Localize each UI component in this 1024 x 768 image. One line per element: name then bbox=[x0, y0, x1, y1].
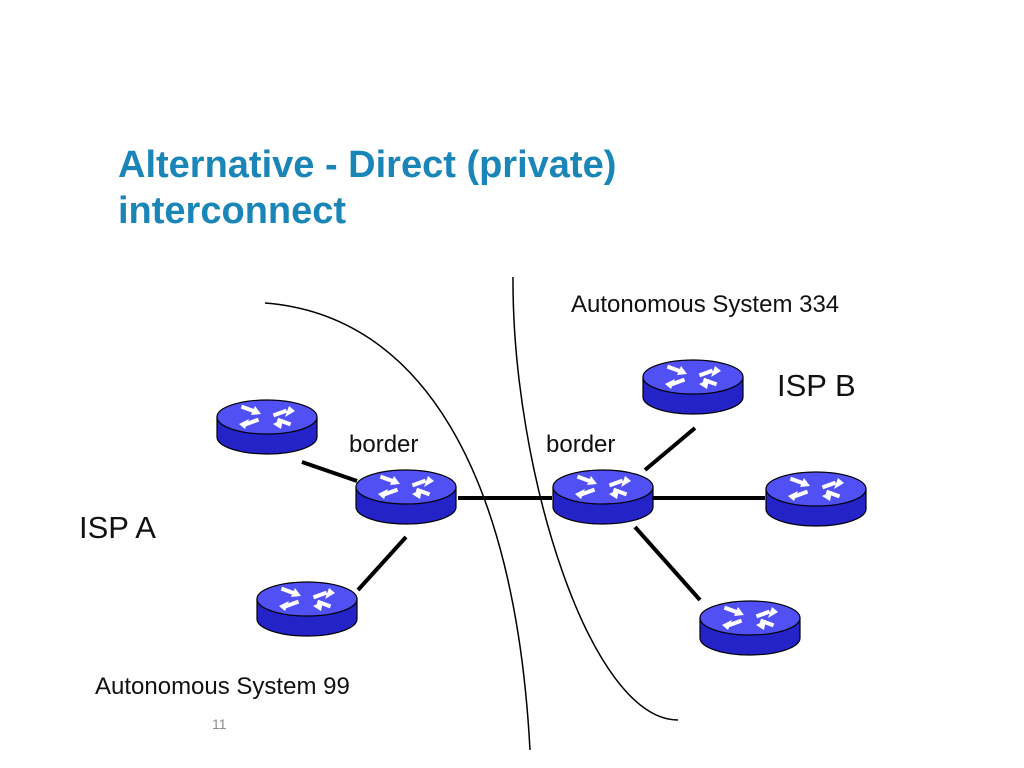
border-a-label: border bbox=[349, 431, 419, 458]
link-border-b-b1 bbox=[643, 426, 697, 472]
slide-title: Alternative - Direct (private) interconn… bbox=[118, 142, 616, 234]
isp-a-label: ISP A bbox=[79, 510, 156, 545]
isp-b-label: ISP B bbox=[777, 368, 856, 403]
router-icon bbox=[216, 399, 318, 455]
as-boundary-right-curve bbox=[512, 276, 679, 721]
page-number: 11 bbox=[212, 716, 227, 732]
as-99-label: Autonomous System 99 bbox=[95, 673, 350, 700]
router-icon bbox=[699, 600, 801, 656]
link-border-a-a2 bbox=[356, 535, 408, 592]
router-icon bbox=[642, 359, 744, 415]
slide-title-line-2: interconnect bbox=[118, 190, 347, 232]
router-icon bbox=[765, 471, 867, 527]
as-boundary-left-curve bbox=[264, 302, 531, 751]
as-334-label: Autonomous System 334 bbox=[571, 291, 840, 318]
border-b-label: border bbox=[546, 431, 616, 458]
link-border-b-b3 bbox=[633, 525, 702, 602]
router-icon bbox=[552, 469, 654, 525]
router-icon bbox=[256, 581, 358, 637]
slide-title-line-1: Alternative - Direct (private) bbox=[118, 144, 617, 186]
router-icon bbox=[355, 469, 457, 525]
link-a1-border-a bbox=[301, 460, 358, 483]
